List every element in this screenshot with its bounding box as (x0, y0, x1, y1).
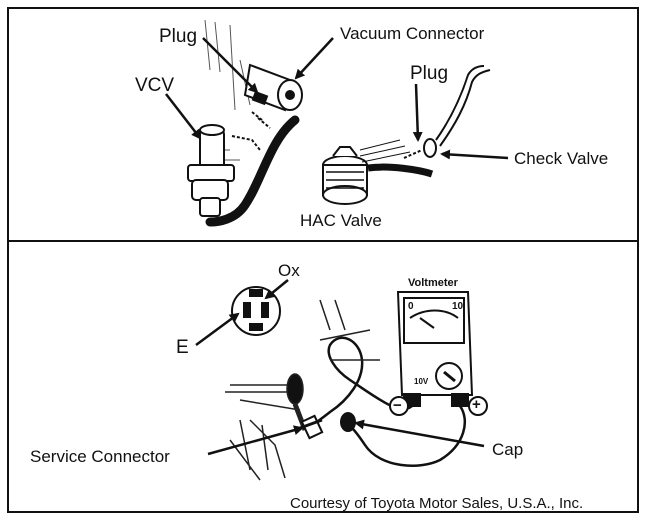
label-plug-left: Plug (159, 26, 198, 47)
label-voltmeter: Voltmeter (408, 277, 458, 289)
plus-terminal-label: + (472, 396, 481, 413)
label-check-valve: Check Valve (514, 149, 609, 168)
label-hac-valve: HAC Valve (300, 211, 382, 230)
courtesy-credit: Courtesy of Toyota Motor Sales, U.S.A., … (290, 495, 584, 512)
label-e: E (176, 337, 189, 358)
label-vacuum-connector: Vacuum Connector (340, 24, 485, 43)
service-connector-part (299, 414, 324, 440)
check-valve-part (403, 65, 491, 159)
voltmeter-body (396, 291, 474, 407)
cap-part (340, 412, 356, 432)
voltmeter-scale-ten: 10 (452, 301, 464, 312)
polarity-markers (389, 396, 488, 416)
label-cap: Cap (492, 440, 524, 459)
label-service-connector: Service Connector (30, 447, 170, 466)
panel-divider (7, 240, 639, 242)
meter-leads (308, 336, 467, 467)
voltmeter-scale-zero: 0 (408, 301, 414, 312)
hac-valve-part (322, 139, 434, 205)
vcv-part (187, 124, 261, 217)
vacuum-hose (205, 115, 300, 227)
bottom-leader-arrows (195, 279, 485, 456)
minus-terminal-label: − (393, 397, 402, 414)
connector-face (231, 286, 281, 336)
voltmeter-range-label: 10V (414, 377, 429, 386)
top-leader-arrows (165, 37, 509, 160)
label-ox: Ox (278, 261, 300, 280)
figure-frame (7, 7, 639, 513)
label-vcv: VCV (135, 75, 175, 96)
plug-left-part (251, 90, 271, 129)
label-plug-right: Plug (410, 63, 449, 84)
